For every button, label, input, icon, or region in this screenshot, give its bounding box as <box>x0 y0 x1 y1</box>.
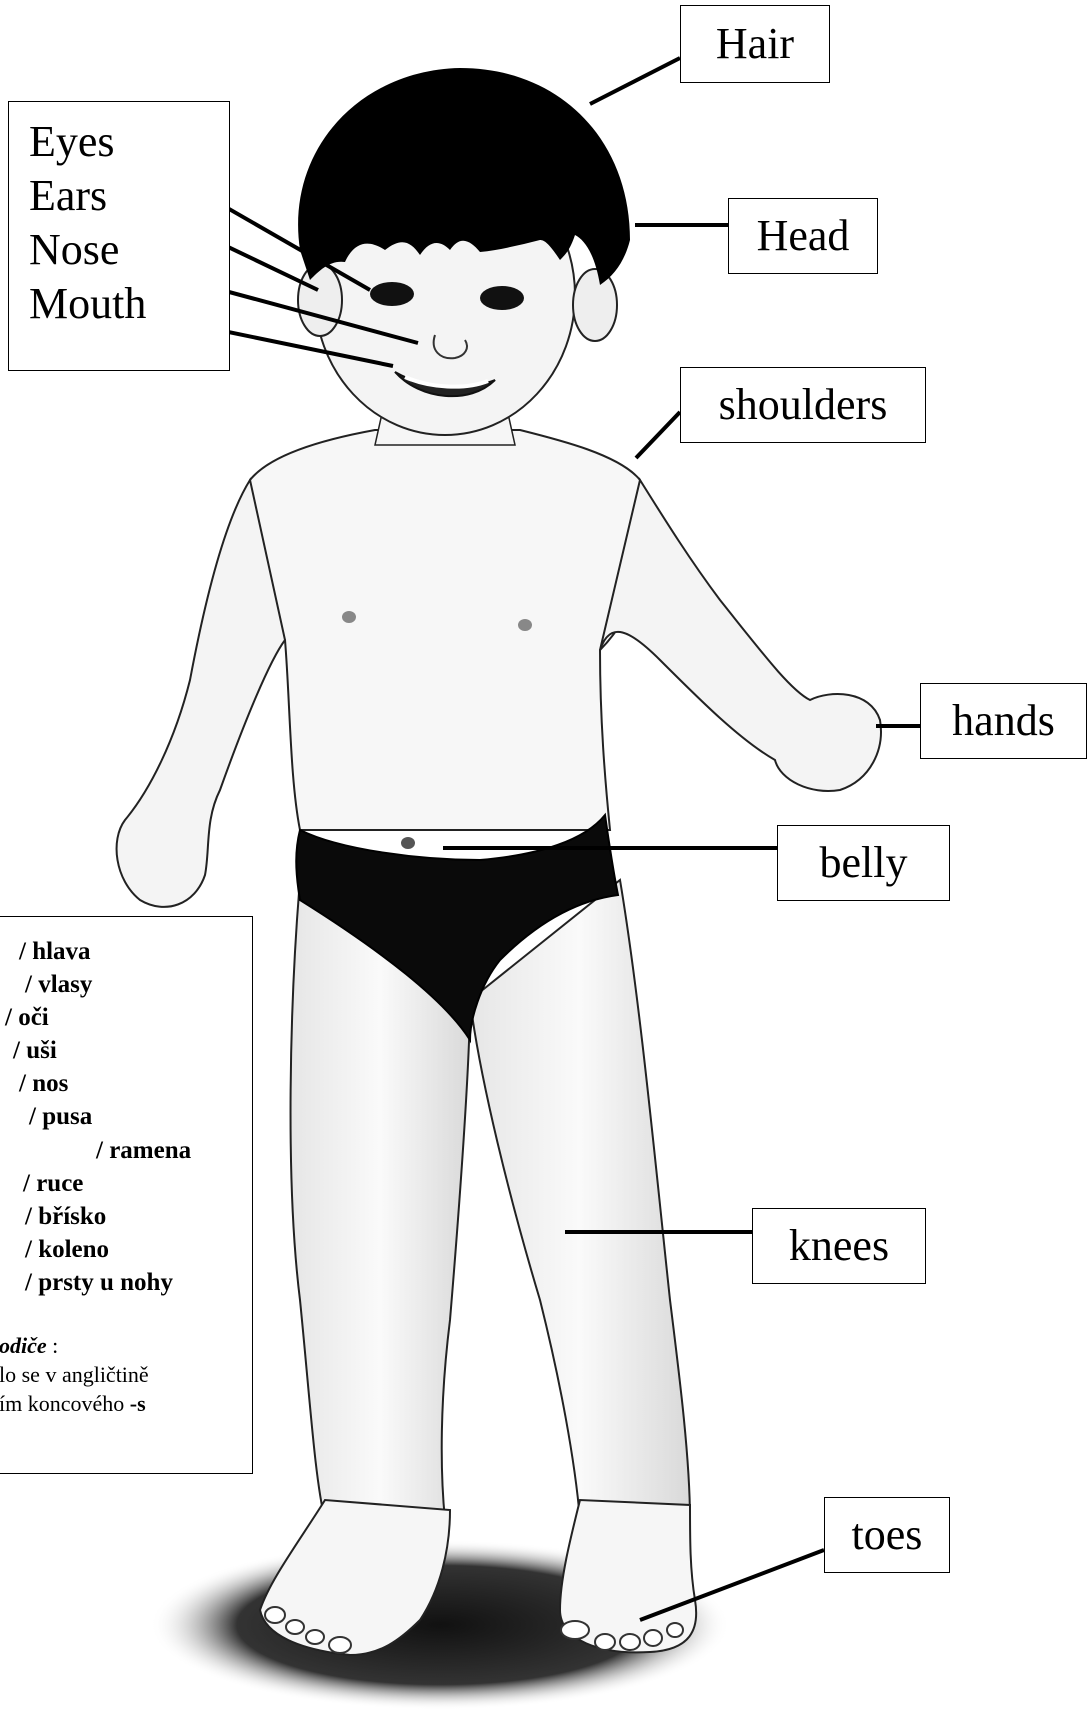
right-leg <box>470 880 690 1520</box>
vocab-oci: / oči <box>5 1005 49 1030</box>
note-line-1: lo se v angličtině <box>0 1364 149 1386</box>
vocab-brisko: / břísko <box>25 1204 106 1229</box>
label-face-group: Eyes Ears Nose Mouth <box>8 101 230 371</box>
note-heading: odiče : <box>0 1335 58 1357</box>
left-arm <box>117 480 285 907</box>
label-knees: knees <box>752 1208 926 1284</box>
eye-left <box>370 282 414 306</box>
vocab-ramena: / ramena <box>96 1138 191 1163</box>
vocab-nos: / nos <box>19 1071 68 1096</box>
label-eyes: Eyes <box>29 120 115 164</box>
right-arm <box>600 480 881 791</box>
leader-hair <box>590 58 680 104</box>
label-shoulders: shoulders <box>680 367 926 443</box>
leader-shoulders <box>636 412 680 458</box>
vocab-ruce: / ruce <box>23 1171 83 1196</box>
note-heading-colon: : <box>47 1333 59 1358</box>
note-line-2: ím koncového -s <box>0 1393 146 1415</box>
ear-left <box>298 264 342 336</box>
label-hands: hands <box>920 683 1087 759</box>
vocab-vlasy: / vlasy <box>25 972 92 997</box>
vocab-pusa: / pusa <box>29 1104 92 1129</box>
torso <box>245 430 648 830</box>
vocab-prsty: / prsty u nohy <box>25 1270 173 1295</box>
note-heading-text: odiče <box>0 1333 47 1358</box>
eye-right <box>480 286 524 310</box>
ear-right <box>573 269 617 341</box>
label-hair: Hair <box>680 5 830 83</box>
label-ears: Ears <box>29 174 107 218</box>
vocab-koleno: / koleno <box>25 1237 109 1262</box>
label-mouth: Mouth <box>29 282 146 326</box>
vocab-usi: / uši <box>13 1038 57 1063</box>
label-belly: belly <box>777 825 950 901</box>
label-head: Head <box>728 198 878 274</box>
vocab-hlava: / hlava <box>19 939 91 964</box>
label-toes: toes <box>824 1497 950 1573</box>
label-nose: Nose <box>29 228 119 272</box>
vocabulary-box: / hlava / vlasy / oči / uši / nos / pusa… <box>0 916 253 1474</box>
note-line-2-bold: -s <box>130 1391 146 1416</box>
note-line-2-text: ím koncového <box>0 1391 130 1416</box>
